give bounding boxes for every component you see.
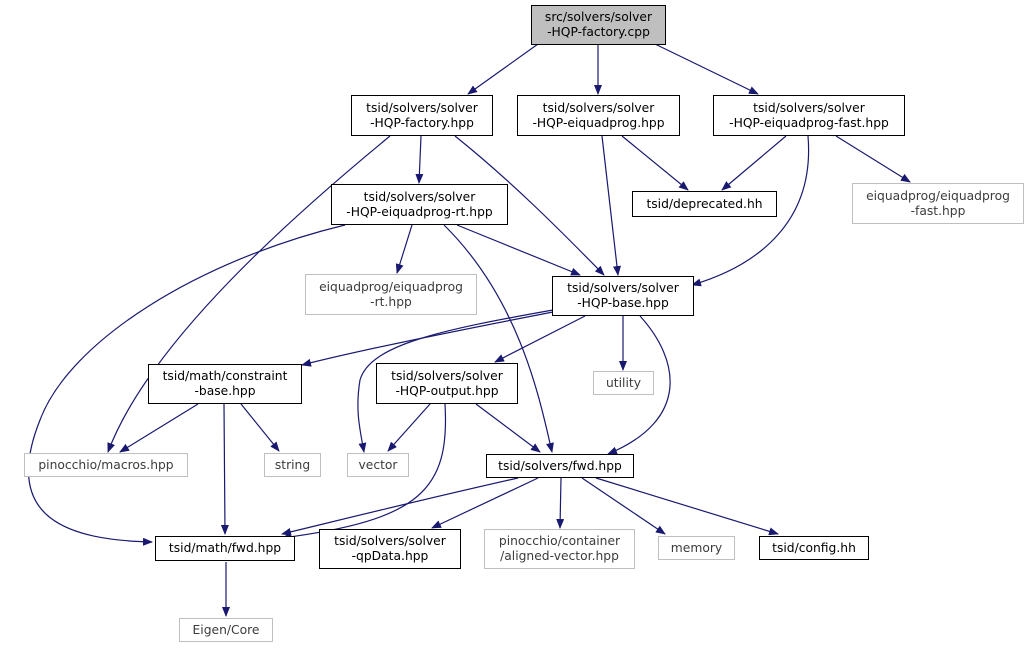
node-ext-eiquadprog-fast-hpp: eiquadprog/eiquadprog -fast.hpp [852, 183, 1024, 224]
node-label: memory [670, 540, 723, 555]
node-label: src/solvers/solver -HQP-factory.cpp [544, 10, 653, 39]
edge-root-factory [467, 43, 539, 95]
edge-solvers-fwd-math-fwd [281, 477, 519, 536]
edge-fast-base [691, 135, 810, 287]
edge-factory-base [454, 135, 605, 276]
edge-constraint-math-fwd [220, 403, 229, 535]
edge-rt-math-fwd [27, 224, 346, 546]
edge-solvers-fwd-qpdata [431, 477, 539, 529]
node-solver-hqp-eiquadprog-hpp[interactable]: tsid/solvers/solver -HQP-eiquadprog.hpp [517, 95, 680, 136]
node-label: pinocchio/macros.hpp [38, 457, 174, 472]
edge-eiquadprog-deprecated [621, 135, 689, 191]
node-solver-hqp-eiquadprog-fast-hpp[interactable]: tsid/solvers/solver -HQP-eiquadprog-fast… [713, 95, 905, 136]
node-label: utility [606, 375, 641, 390]
node-root-solver-hqp-factory-cpp: src/solvers/solver -HQP-factory.cpp [531, 5, 666, 45]
node-label: tsid/math/constraint -base.hpp [162, 369, 288, 398]
edge-rt-solvers-fwd [443, 224, 554, 453]
node-label: tsid/solvers/solver -HQP-factory.hpp [366, 100, 478, 130]
edge-constraint-macros [119, 403, 199, 453]
node-label: eiquadprog/eiquadprog -fast.hpp [866, 188, 1010, 218]
edge-base-output [494, 315, 586, 363]
node-solver-hqp-factory-hpp[interactable]: tsid/solvers/solver -HQP-factory.hpp [351, 95, 493, 136]
node-solver-hqp-output-hpp[interactable]: tsid/solvers/solver -HQP-output.hpp [376, 363, 518, 404]
edge-eiquadprog-base [601, 135, 621, 276]
node-solvers-fwd-hpp[interactable]: tsid/solvers/fwd.hpp [486, 454, 634, 478]
edge-rt-ext-rt [395, 224, 413, 274]
node-label: tsid/config.hh [772, 540, 856, 555]
edge-output-solvers-fwd [475, 403, 541, 453]
node-label: tsid/deprecated.hh [646, 196, 763, 211]
node-ext-vector: vector [347, 453, 409, 477]
edge-base-vector [357, 309, 554, 453]
node-label: vector [358, 457, 398, 472]
node-math-constraint-base-hpp[interactable]: tsid/math/constraint -base.hpp [148, 364, 302, 404]
node-ext-memory: memory [658, 536, 735, 560]
node-label: tsid/solvers/solver -HQP-base.hpp [567, 281, 679, 310]
node-label: tsid/solvers/fwd.hpp [498, 458, 622, 473]
edge-fast-deprecated [721, 135, 787, 191]
node-label: tsid/solvers/solver -qpData.hpp [334, 534, 446, 563]
edge-base-solvers-fwd [607, 315, 671, 455]
edge-fast-ext-fast [835, 135, 911, 183]
node-ext-utility: utility [593, 371, 654, 395]
node-label: tsid/solvers/solver -HQP-eiquadprog.hpp [532, 100, 665, 130]
node-config-hh[interactable]: tsid/config.hh [759, 536, 869, 560]
node-math-fwd-hpp[interactable]: tsid/math/fwd.hpp [155, 536, 295, 561]
node-ext-eigen-core: Eigen/Core [179, 618, 273, 642]
node-label: tsid/solvers/solver -HQP-eiquadprog-rt.h… [346, 189, 493, 219]
edge-rt-base [456, 224, 581, 276]
edge-constraint-string [240, 403, 280, 452]
edge-output-vector [387, 403, 431, 452]
node-ext-aligned-vector-hpp: pinocchio/container /aligned-vector.hpp [484, 529, 635, 569]
node-ext-pinocchio-macros-hpp: pinocchio/macros.hpp [24, 453, 188, 477]
edge-factory-macros [107, 135, 391, 453]
node-label: pinocchio/container /aligned-vector.hpp [498, 534, 621, 563]
node-ext-eiquadprog-rt-hpp: eiquadprog/eiquadprog -rt.hpp [305, 274, 477, 315]
edge-solvers-fwd-config [595, 477, 779, 536]
node-label: string [274, 457, 311, 472]
node-label: tsid/solvers/solver -HQP-output.hpp [391, 368, 503, 398]
node-label: eiquadprog/eiquadprog -rt.hpp [319, 279, 463, 309]
edge-root-eiquadprog-fast [654, 43, 759, 95]
node-label: Eigen/Core [192, 622, 260, 637]
node-label: tsid/solvers/solver -HQP-eiquadprog-fast… [729, 100, 889, 130]
node-solver-qpdata-hpp[interactable]: tsid/solvers/solver -qpData.hpp [319, 529, 461, 569]
node-label: tsid/math/fwd.hpp [168, 541, 282, 555]
node-solver-hqp-eiquadprog-rt-hpp[interactable]: tsid/solvers/solver -HQP-eiquadprog-rt.h… [331, 184, 508, 225]
edge-solvers-fwd-memory [581, 477, 666, 535]
edge-solvers-fwd-aligned [556, 477, 565, 529]
edge-base-constraint [301, 311, 554, 367]
node-deprecated-hh[interactable]: tsid/deprecated.hh [632, 191, 777, 217]
node-ext-string: string [264, 453, 321, 477]
edge-factory-rt [415, 135, 424, 184]
node-solver-hqp-base-hpp[interactable]: tsid/solvers/solver -HQP-base.hpp [552, 276, 694, 316]
